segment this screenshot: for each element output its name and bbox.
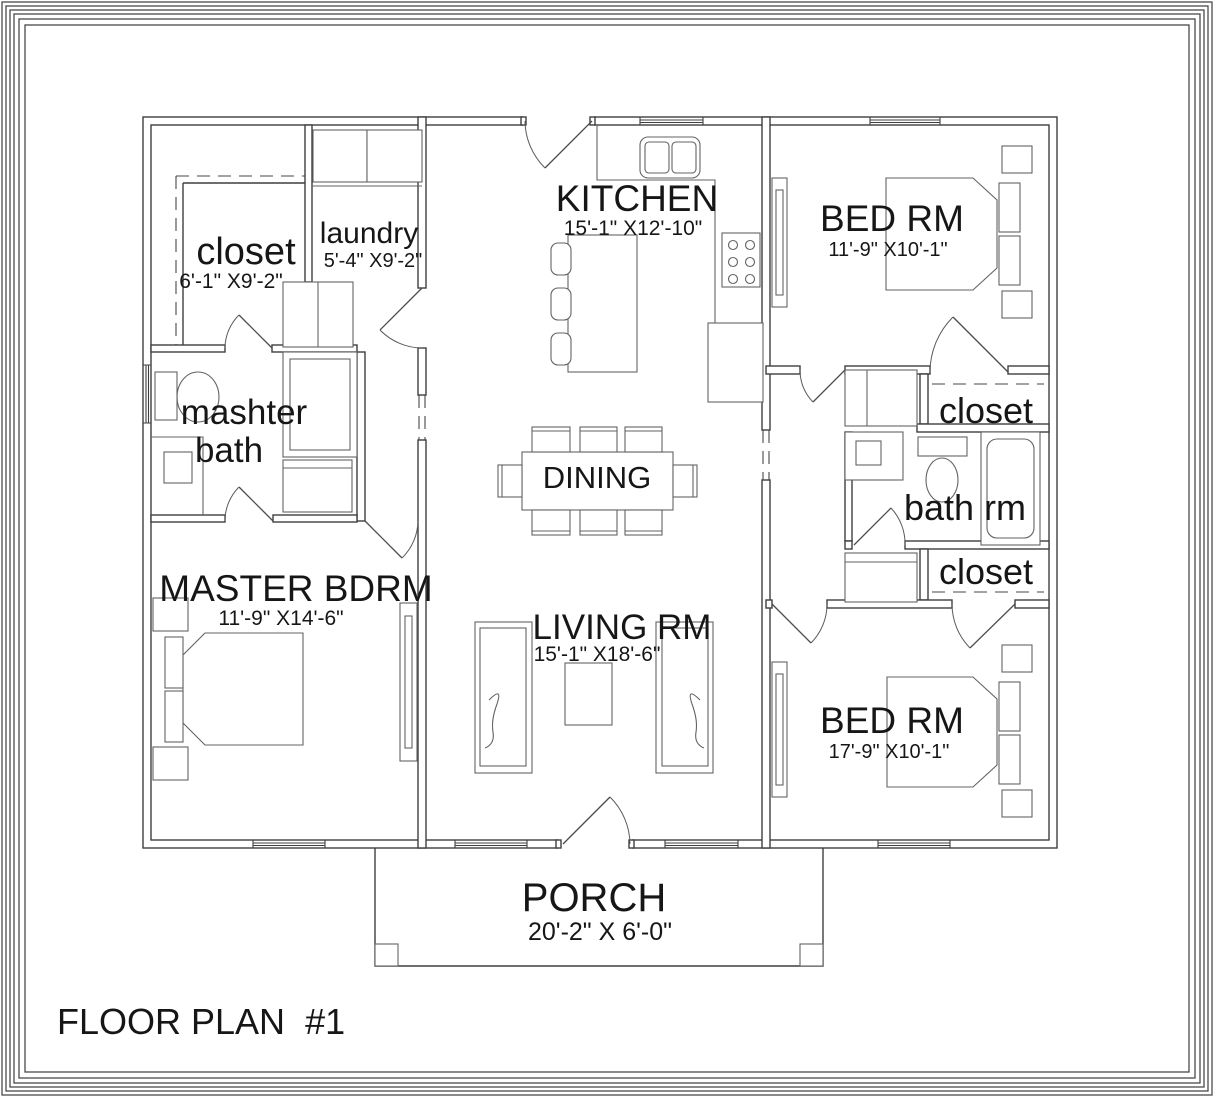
label-laundry: laundry — [320, 217, 418, 250]
hall-cabinet-icon — [282, 281, 354, 348]
label-master-bedroom: MASTER BDRM — [159, 568, 432, 609]
dims-porch: 20'-2" X 6'-0" — [528, 918, 672, 946]
dims-bedroom-top: 11'-9" X10'-1" — [828, 239, 947, 261]
entry-door-opening — [558, 836, 632, 850]
sofa-icons — [474, 621, 714, 774]
kitchen-island-icon — [550, 234, 638, 373]
master-nightstand-icons — [152, 597, 189, 781]
dims-closet-left: 6'-1" X9'-2" — [179, 270, 282, 293]
closet-rod-lines — [175, 175, 1044, 593]
vanity-sink-icon — [151, 436, 204, 515]
dining-table-icon — [497, 426, 698, 536]
fridge-icon — [707, 322, 764, 403]
label-bedroom-top: BED RM — [820, 198, 964, 239]
label-kitchen: KITCHEN — [556, 178, 718, 219]
dims-master-bedroom: 11'-9" X14'-6" — [218, 607, 343, 630]
back-door-opening — [523, 115, 594, 127]
stove-icon — [721, 232, 761, 288]
coffee-table-icon — [564, 662, 613, 726]
bedroom-bottom-furniture — [771, 644, 1033, 818]
interior-walls — [150, 116, 1050, 849]
master-bed-icon — [164, 632, 304, 746]
label-master-bath-1: mashter — [181, 393, 308, 432]
label-closet-top-right: closet — [939, 390, 1033, 431]
washer-dryer-icon — [312, 129, 423, 187]
label-porch: PORCH — [522, 876, 666, 920]
door-icons — [224, 120, 1016, 845]
label-living: LIVING RM — [533, 608, 712, 647]
label-bathroom: bath rm — [904, 487, 1026, 528]
dims-laundry: 5'-4" X9'-2" — [324, 250, 423, 272]
cased-openings — [418, 395, 770, 480]
dims-living: 15'-1" X18'-6" — [534, 643, 661, 666]
sheet-title: FLOOR PLAN #1 — [57, 1001, 345, 1042]
kitchen-counter-icon — [596, 125, 716, 323]
label-master-bath-2: bath — [195, 431, 263, 470]
master-dresser-icon — [399, 602, 418, 762]
porch-post-icon — [799, 943, 824, 967]
bathroom-fixtures — [844, 431, 1041, 546]
label-bedroom-bottom: BED RM — [820, 700, 964, 741]
dims-bedroom-bottom: 17'-9" X10'-1" — [829, 741, 950, 763]
kitchen-sink-icon — [639, 136, 701, 179]
label-closet-bottom-right: closet — [939, 551, 1033, 592]
hall-linen-cabinets — [844, 369, 918, 603]
window-icons — [143, 117, 951, 848]
door-jambs — [520, 116, 635, 849]
label-closet-left: closet — [196, 231, 296, 273]
label-dining: DINING — [543, 460, 652, 495]
bedroom-top-furniture — [771, 145, 1033, 319]
dims-kitchen: 15'-1" X12'-10" — [564, 217, 703, 240]
bath-cabinet-icon — [282, 459, 353, 513]
porch-outline — [374, 848, 824, 967]
shower-icon — [282, 351, 358, 458]
toilet-icon — [154, 371, 220, 423]
porch-post-icon — [374, 943, 399, 967]
